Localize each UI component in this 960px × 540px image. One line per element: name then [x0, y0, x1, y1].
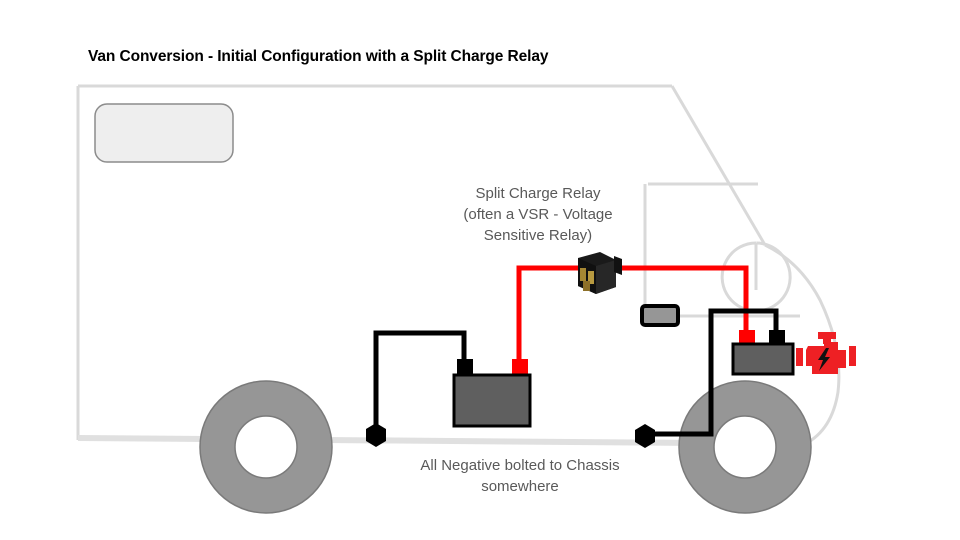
rear-wheel [199, 380, 333, 514]
page-title: Van Conversion - Initial Configuration w… [88, 48, 549, 65]
front-wheel [678, 380, 812, 514]
relay-label-line3: Sensitive Relay) [483, 227, 593, 244]
chassis-bolt-front [635, 424, 655, 448]
ground-note-line1: All Negative bolted to Chassis [420, 457, 620, 474]
wire-leisure-positive [516, 265, 600, 368]
steering-wheel [720, 241, 792, 313]
wire-starter-negative [655, 308, 779, 437]
ground-note: All Negative bolted to Chassis somewhere [380, 455, 660, 497]
wire-starter-positive [620, 265, 749, 338]
wire-leisure-negative [373, 330, 467, 433]
starter-battery [731, 330, 795, 376]
dashboard-unit [640, 304, 680, 327]
relay-label-line1: Split Charge Relay [475, 185, 601, 202]
ground-note-line2: somewhere [481, 478, 559, 495]
chassis-bolt-rear [366, 423, 386, 447]
relay-label-line2: (often a VSR - Voltage [463, 206, 613, 223]
relay-label: Split Charge Relay (often a VSR - Voltag… [428, 183, 648, 246]
leisure-battery [452, 359, 532, 428]
split-charge-relay [578, 252, 622, 294]
rear-window [94, 103, 234, 163]
engine-icon [796, 332, 856, 374]
